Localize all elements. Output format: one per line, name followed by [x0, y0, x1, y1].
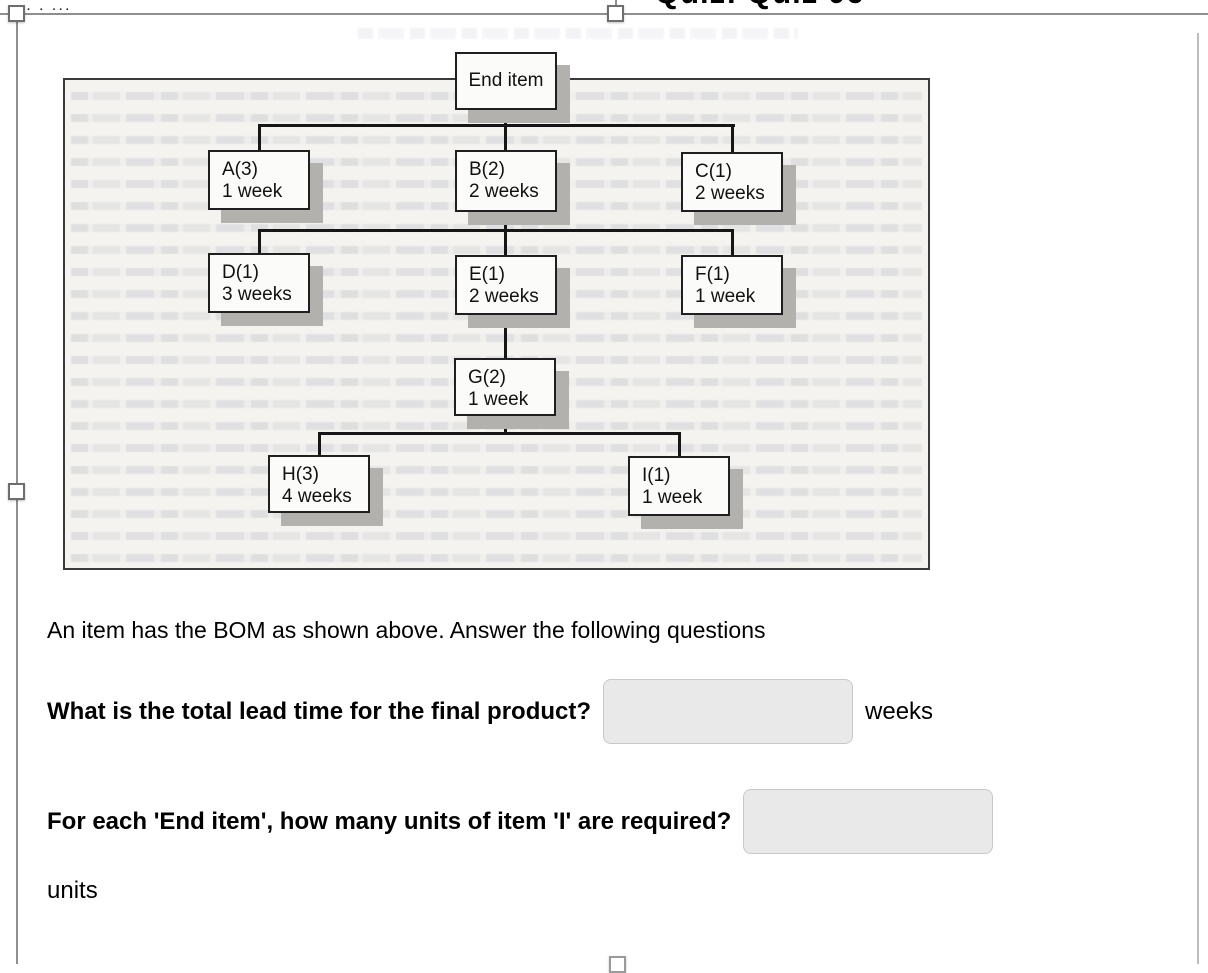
selection-border-top [0, 13, 1208, 15]
scan-bleedthrough-strip [358, 28, 798, 39]
question-1-unit-label: weeks [865, 697, 934, 725]
scan-bleedthrough-texture [71, 86, 922, 562]
question-2-prompt: For each 'End item', how many units of i… [47, 807, 732, 835]
selection-handle-top-left[interactable] [8, 5, 25, 22]
question-2-answer-input[interactable] [743, 789, 994, 854]
corner-marks: · · ··· [27, 4, 73, 16]
selection-handle-middle-left[interactable] [8, 483, 25, 500]
selection-handle-bottom-middle[interactable] [609, 956, 626, 973]
quiz-title-clipped: Quiz: Quiz 06 [600, 0, 1020, 21]
question-2-row: For each 'End item', how many units of i… [47, 786, 994, 857]
question-1-prompt: What is the total lead time for the fina… [47, 697, 592, 725]
question-2-unit-label: units [47, 877, 98, 904]
question-1-answer-input[interactable] [603, 679, 854, 744]
question-1-row: What is the total lead time for the fina… [47, 677, 933, 746]
question-intro-text: An item has the BOM as shown above. Answ… [47, 617, 766, 643]
selection-handle-top-middle[interactable] [607, 5, 624, 22]
selection-border-right [1197, 33, 1199, 964]
bom-figure-image[interactable] [63, 78, 930, 570]
quiz-title-text: Quiz: Quiz 06 [655, 0, 864, 11]
selection-stub-line [615, 0, 617, 7]
